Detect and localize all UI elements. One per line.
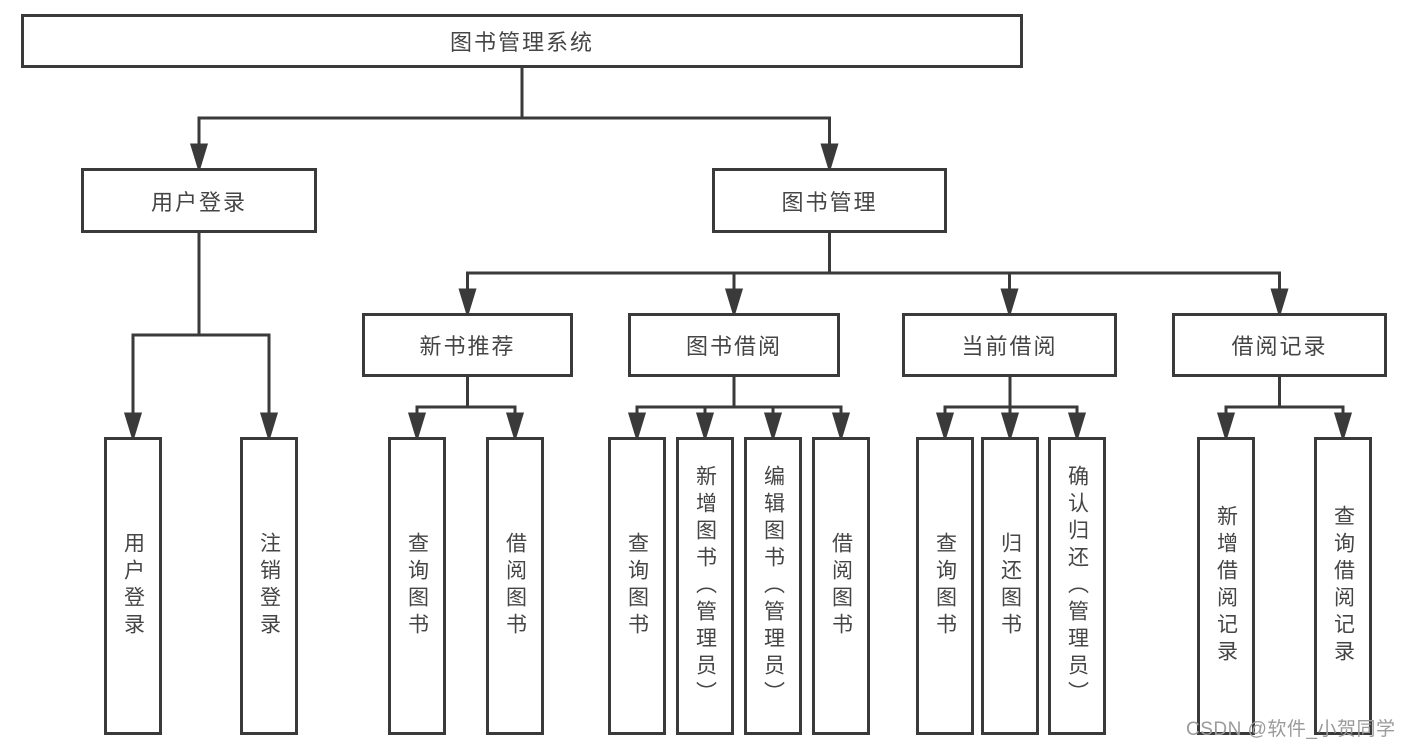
arrowhead bbox=[831, 412, 851, 443]
leaf-label: 用户登录 bbox=[121, 532, 145, 640]
node-borrowing-records: 借阅记录 bbox=[1172, 313, 1387, 377]
node-label: 借阅记录 bbox=[1231, 334, 1328, 359]
arrowhead bbox=[1000, 412, 1020, 443]
node-label: 图书管理系统 bbox=[449, 30, 594, 55]
node-user-login: 用户登录 bbox=[81, 168, 317, 233]
leaf-logout: 注销登录 bbox=[240, 437, 298, 735]
arrowhead bbox=[1067, 412, 1087, 443]
csdn-watermark: CSDN @软件_小贺同学 bbox=[1186, 719, 1396, 740]
leaf-add-borrow-record: 新增借阅记录 bbox=[1197, 437, 1255, 735]
arrowhead bbox=[820, 143, 839, 174]
connector-new-books-to-leaves bbox=[407, 377, 525, 443]
arrowhead bbox=[1333, 412, 1353, 443]
arrowhead bbox=[259, 412, 279, 443]
arrowhead bbox=[505, 412, 525, 443]
node-label: 用户登录 bbox=[150, 189, 247, 215]
node-book-borrowing: 图书借阅 bbox=[628, 313, 840, 377]
arrowhead bbox=[458, 288, 477, 319]
arrowhead bbox=[189, 143, 209, 174]
leaf-user-login: 用户登录 bbox=[104, 437, 162, 735]
leaf-add-books-admin: 新增图书（管理员） bbox=[676, 437, 734, 735]
leaf-label: 确认归还（管理员） bbox=[1065, 464, 1089, 708]
arrowhead bbox=[627, 412, 647, 443]
node-current-borrowing: 当前借阅 bbox=[902, 313, 1117, 377]
arrowhead bbox=[763, 412, 783, 443]
node-book-management: 图书管理 bbox=[712, 168, 947, 233]
leaf-label: 查询图书 bbox=[405, 532, 429, 640]
leaf-label: 编辑图书（管理员） bbox=[761, 464, 785, 708]
arrowhead bbox=[935, 412, 955, 443]
leaf-label: 查询借阅记录 bbox=[1331, 505, 1355, 667]
connector-book-mgmt-to-level3 bbox=[458, 233, 1289, 319]
node-label: 图书管理 bbox=[781, 189, 878, 215]
node-library-management-system: 图书管理系统 bbox=[21, 14, 1023, 68]
arrowhead bbox=[123, 412, 143, 443]
leaf-label: 归还图书 bbox=[998, 532, 1022, 640]
leaf-label: 新增借阅记录 bbox=[1214, 505, 1238, 667]
leaf-return-books: 归还图书 bbox=[981, 437, 1039, 735]
arrowhead bbox=[1270, 288, 1289, 319]
leaf-query-books: 查询图书 bbox=[608, 437, 666, 735]
connector-book-borrow-to-leaves bbox=[627, 377, 851, 443]
leaf-label: 注销登录 bbox=[257, 532, 281, 640]
leaf-label: 新增图书（管理员） bbox=[693, 464, 717, 708]
leaf-borrow-books: 借阅图书 bbox=[486, 437, 544, 735]
connector-user-login-to-leaves bbox=[123, 233, 279, 443]
node-label: 新书推荐 bbox=[419, 334, 516, 359]
leaf-confirm-return-admin: 确认归还（管理员） bbox=[1048, 437, 1106, 735]
leaf-label: 查询图书 bbox=[933, 532, 957, 640]
leaf-query-books: 查询图书 bbox=[916, 437, 974, 735]
leaf-label: 查询图书 bbox=[625, 532, 649, 640]
node-new-book-recommend: 新书推荐 bbox=[362, 313, 573, 377]
connector-current-borrow-to-leaves bbox=[935, 377, 1087, 443]
node-label: 当前借阅 bbox=[961, 334, 1058, 359]
connector-borrow-records-to-leaves bbox=[1216, 377, 1353, 443]
leaf-label: 借阅图书 bbox=[503, 532, 527, 640]
leaf-borrow-books: 借阅图书 bbox=[812, 437, 870, 735]
leaf-label: 借阅图书 bbox=[829, 532, 853, 640]
arrowhead bbox=[724, 288, 744, 319]
connector-root-to-level2 bbox=[189, 68, 839, 174]
arrowhead bbox=[1216, 412, 1236, 443]
arrowhead bbox=[1000, 288, 1019, 319]
arrowhead bbox=[695, 412, 715, 443]
leaf-query-books: 查询图书 bbox=[388, 437, 446, 735]
leaf-edit-books-admin: 编辑图书（管理员） bbox=[744, 437, 802, 735]
leaf-query-borrow-record: 查询借阅记录 bbox=[1314, 437, 1372, 735]
arrowhead bbox=[407, 412, 427, 443]
node-label: 图书借阅 bbox=[685, 334, 782, 359]
